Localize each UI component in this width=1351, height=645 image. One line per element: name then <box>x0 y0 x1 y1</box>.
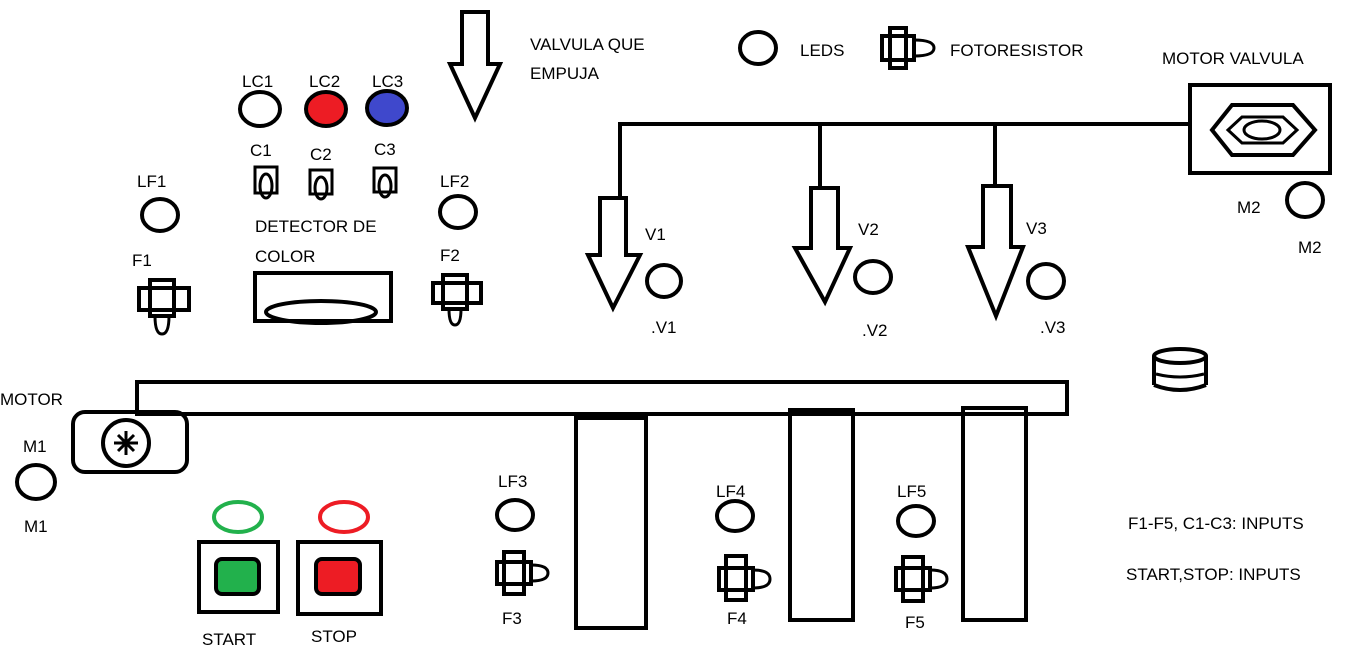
cylinder-object <box>1152 347 1208 392</box>
lf5-led <box>896 504 936 538</box>
v2-led <box>853 259 893 295</box>
stop-indicator-led <box>318 500 370 534</box>
f3-label: F3 <box>502 609 522 628</box>
v1-bottom-label: .V1 <box>651 318 677 337</box>
motor-valvula-outer-hex <box>1209 103 1318 157</box>
lf5-label: LF5 <box>897 482 926 501</box>
c1-label: C1 <box>250 141 272 160</box>
v3-led <box>1026 262 1066 300</box>
photoresistor-legend-icon <box>880 26 936 70</box>
start-indicator-led <box>212 500 264 534</box>
lc3-led <box>365 89 409 127</box>
lf2-led <box>438 194 478 230</box>
inputs-note-buttons: START,STOP: INPUTS <box>1126 565 1301 584</box>
lf3-led <box>495 498 535 532</box>
f5-label: F5 <box>905 613 925 632</box>
v1-top-label: V1 <box>645 225 666 244</box>
color-detector-box <box>253 271 393 323</box>
lf4-led <box>715 499 755 533</box>
valve-legend-label-1: VALVULA QUE <box>530 35 645 54</box>
c3-label: C3 <box>374 140 396 159</box>
lc1-led <box>238 90 282 128</box>
leds-legend-label: LEDS <box>800 41 844 60</box>
f1-photoresistor <box>137 278 191 336</box>
valve-legend-label-2: EMPUJA <box>530 64 600 83</box>
color-detector-label-2: COLOR <box>255 247 315 266</box>
valve-v3-arrow <box>965 184 1026 322</box>
v3-top-label: V3 <box>1026 219 1047 238</box>
bin-1 <box>574 416 648 630</box>
c2-sensor <box>308 168 334 201</box>
f3-photoresistor <box>495 550 550 596</box>
m1-bottom-label: M1 <box>24 517 48 536</box>
f1-label: F1 <box>132 251 152 270</box>
start-label: START <box>202 630 256 645</box>
valve-v2-arrow <box>791 186 854 307</box>
motor-valvula-inner-hex <box>1225 115 1300 145</box>
motor-valvula-title: MOTOR VALVULA <box>1162 49 1304 68</box>
start-button[interactable] <box>197 540 280 614</box>
motor-fan-icon <box>114 431 138 455</box>
lf2-label: LF2 <box>440 172 469 191</box>
m2-led <box>1285 181 1325 219</box>
push-valve-legend-arrow <box>446 10 504 123</box>
v1-led <box>645 263 683 299</box>
f2-photoresistor <box>431 273 483 327</box>
c2-label: C2 <box>310 145 332 164</box>
c1-sensor <box>253 165 279 200</box>
valve-v1-arrow <box>584 196 644 313</box>
stop-label: STOP <box>311 627 357 645</box>
lf3-label: LF3 <box>498 472 527 491</box>
color-detector-label-1: DETECTOR DE <box>255 217 377 236</box>
m2-label-right: M2 <box>1298 238 1322 257</box>
f2-label: F2 <box>440 246 460 265</box>
motor-valvula-inner-ring <box>1242 119 1282 141</box>
color-detector-lens <box>264 299 378 325</box>
lc2-label: LC2 <box>309 72 340 91</box>
lc3-label: LC3 <box>372 72 403 91</box>
lc2-led <box>304 90 348 128</box>
motor-title: MOTOR <box>0 390 63 409</box>
conveyor-belt <box>135 380 1069 416</box>
lf4-label: LF4 <box>716 482 745 501</box>
photoresistor-legend-label: FOTORESISTOR <box>950 41 1084 60</box>
f4-label: F4 <box>727 609 747 628</box>
f5-photoresistor <box>894 555 949 603</box>
lc1-label: LC1 <box>242 72 273 91</box>
m1-led <box>15 463 57 501</box>
motor-rotor <box>101 418 151 468</box>
v2-top-label: V2 <box>858 220 879 239</box>
motor-box <box>71 410 189 474</box>
c3-sensor <box>372 166 398 199</box>
lf1-label: LF1 <box>137 172 166 191</box>
bin-2 <box>788 408 855 622</box>
m2-label-left: M2 <box>1237 198 1261 217</box>
v3-bottom-label: .V3 <box>1040 318 1066 337</box>
v2-bottom-label: .V2 <box>862 321 888 340</box>
stop-button[interactable] <box>296 540 383 616</box>
lf1-led <box>140 197 180 233</box>
led-legend-icon <box>738 30 778 66</box>
inputs-note-sensors: F1-F5, C1-C3: INPUTS <box>1128 514 1304 533</box>
bin-3 <box>961 406 1028 622</box>
f4-photoresistor <box>717 554 772 602</box>
m1-top-label: M1 <box>23 437 47 456</box>
motor-valvula-box <box>1188 83 1332 175</box>
